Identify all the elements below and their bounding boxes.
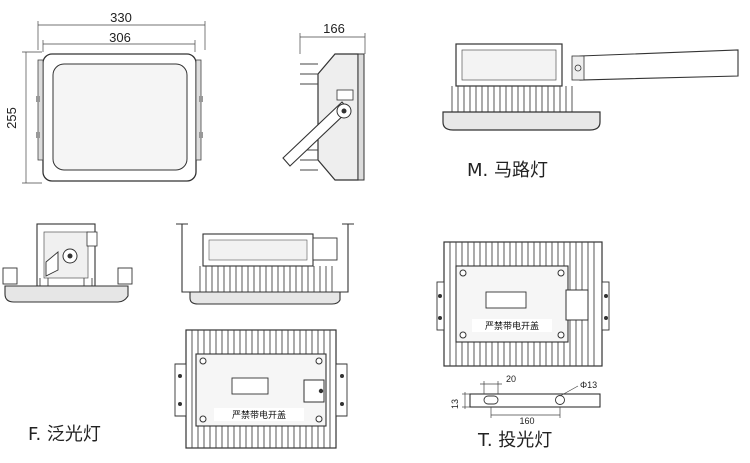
caption-floodlight: F. 泛光灯: [28, 424, 101, 445]
caption-projector: T. 投光灯: [477, 430, 552, 451]
front-view: 330 306 255: [4, 10, 206, 184]
street-light-view: M. 马路灯: [442, 43, 739, 181]
floodlight-profile-fins: [199, 266, 333, 292]
projector-warning-plate: 严禁带电开盖: [485, 320, 539, 332]
floodlight-warning-plate: 严禁带电开盖: [232, 409, 286, 421]
caption-street-light: M. 马路灯: [467, 160, 548, 181]
floodlight-profile-view: [176, 223, 354, 305]
dim-height: 255: [4, 107, 19, 129]
floodlight-side-view: [2, 223, 133, 303]
street-light-fins: [451, 86, 573, 112]
floodlight-rear-view: 严禁带电开盖 F. 泛光灯: [28, 329, 348, 449]
dim-inner-width: 306: [109, 30, 131, 45]
dim-side-depth: 166: [323, 21, 345, 36]
projector-rear-view: 严禁带电开盖: [436, 241, 610, 367]
dim-plate-thickness: 13: [450, 399, 460, 409]
dim-slot-width: 20: [506, 374, 516, 384]
dim-hole-diameter: Φ13: [580, 380, 597, 390]
dim-outer-width: 330: [110, 10, 132, 25]
dim-hole-spacing: 160: [519, 416, 534, 426]
side-view: 166: [282, 21, 366, 181]
projector-mounting-plate: 20 Φ13 160 13 T. 投光灯: [450, 374, 601, 451]
front-glass-panel: [52, 63, 188, 171]
